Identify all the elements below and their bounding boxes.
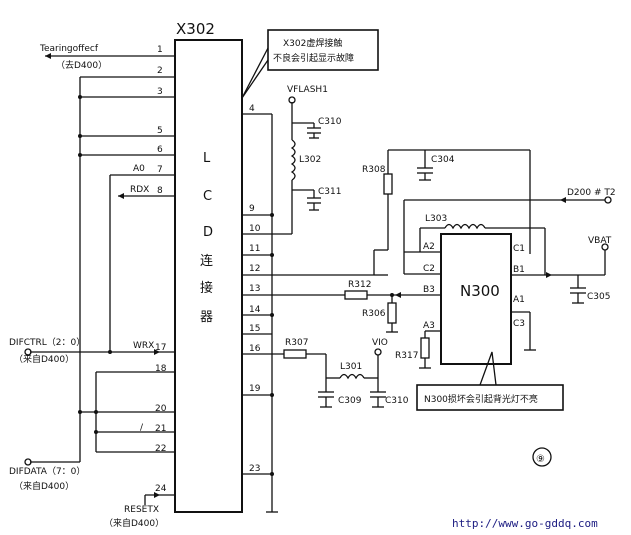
resetx-src: （来自D400） — [104, 517, 164, 529]
a0-label: A0 — [133, 164, 145, 174]
n300-pin-a1: A1 — [513, 295, 525, 305]
pin-21-label: 21 — [155, 424, 166, 434]
n300-pin-a2: A2 — [423, 242, 435, 252]
connector-name-3: 连 — [200, 253, 213, 269]
slash-mark: / — [140, 423, 144, 433]
pin-24-label: 24 — [155, 484, 167, 494]
vflash-filter — [288, 96, 321, 234]
l303-label: L303 — [425, 214, 447, 224]
c304-label: C304 — [431, 155, 455, 165]
r317-label: R317 — [395, 351, 418, 361]
difdata-label: DIFDATA（7：0） — [9, 466, 85, 477]
pin-10-label: 10 — [249, 224, 261, 234]
connector-name-0: L — [203, 151, 211, 166]
website-url: http://www.go-gddq.com — [452, 517, 598, 530]
d200-label: D200 # T2 — [567, 188, 616, 198]
r312-label: R312 — [348, 280, 371, 290]
pin-20-label: 20 — [155, 404, 167, 414]
pin-7-label: 7 — [157, 165, 163, 175]
pin-18-label: 18 — [155, 364, 167, 374]
pin-2-label: 2 — [157, 66, 163, 76]
r307-label: R307 — [285, 338, 308, 348]
connector-body — [174, 39, 243, 513]
pin-19-label: 19 — [249, 384, 261, 394]
connector-name-4: 接 — [200, 280, 213, 296]
connector-name-5: 器 — [200, 310, 213, 325]
pin-9-label: 9 — [249, 204, 255, 214]
pin-11-label: 11 — [249, 244, 260, 254]
vflash-label: VFLASH1 — [287, 85, 328, 95]
vbat-label: VBAT — [588, 236, 612, 246]
n300-ref: N300 — [460, 282, 500, 300]
difdata-src: （来自D400） — [14, 480, 74, 492]
d200-l303 — [403, 196, 612, 275]
pin-5-label: 5 — [157, 126, 163, 136]
n300-pin-b1: B1 — [513, 265, 525, 275]
connector-name-2: D — [203, 225, 213, 240]
vio-label: VIO — [372, 338, 388, 348]
left-wiring — [24, 53, 175, 505]
n300-pin-b3: B3 — [423, 285, 435, 295]
pin-8-label: 8 — [157, 186, 163, 196]
connector-ref: X302 — [176, 20, 215, 38]
x302-callout-line1: X302虚焊接触 — [283, 37, 342, 49]
r306-label: R306 — [362, 309, 386, 319]
vbat-c305 — [511, 243, 609, 351]
x302-callout-line2: 不良会引起显示故障 — [273, 52, 354, 64]
pin-4-label: 4 — [249, 104, 255, 114]
pin-16-label: 16 — [249, 344, 261, 354]
c310b-label: C310 — [385, 396, 409, 406]
figure-number-circle — [532, 447, 552, 467]
pin-22-label: 22 — [155, 444, 166, 454]
n300-pin-c2: C2 — [423, 264, 435, 274]
difctrl-src: （来自D400） — [14, 353, 74, 365]
pin-12-label: 12 — [249, 264, 260, 274]
resetx-label: RESETX — [124, 505, 159, 515]
l301-label: L301 — [340, 362, 362, 372]
c311-label: C311 — [318, 187, 341, 197]
pin-17-label: 17 — [155, 343, 166, 353]
c305-label: C305 — [587, 292, 610, 302]
n300-pin-c3: C3 — [513, 319, 525, 329]
n300-callout-text: N300损坏会引起背光灯不亮 — [424, 393, 538, 405]
tearing-label: Tearingoffecf — [39, 44, 99, 54]
r307-l301 — [242, 348, 386, 408]
r312-r306-r317 — [242, 290, 441, 369]
figure-number: ⑨ — [536, 454, 545, 465]
difctrl-label: DIFCTRL（2：0） — [9, 337, 85, 348]
pin-15-label: 15 — [249, 324, 260, 334]
tearing-dest: （去D400） — [56, 59, 107, 71]
right-wiring — [242, 113, 292, 513]
n300-pin-a3: A3 — [423, 321, 435, 331]
pin-1-label: 1 — [157, 45, 163, 55]
rdx-label: RDX — [130, 185, 149, 195]
l302-label: L302 — [299, 155, 321, 165]
n300-pin-c1: C1 — [513, 244, 525, 254]
pin-3-label: 3 — [157, 87, 163, 97]
n300-body — [440, 233, 512, 365]
c310a-label: C310 — [318, 117, 342, 127]
r308-c304 — [373, 149, 531, 275]
pin-13-label: 13 — [249, 284, 260, 294]
c309-label: C309 — [338, 396, 362, 406]
wrx-label: WRX — [133, 341, 154, 351]
connector-name-1: C — [203, 189, 212, 204]
pin-6-label: 6 — [157, 145, 163, 155]
pin-14-label: 14 — [249, 305, 261, 315]
pin-23-label: 23 — [249, 464, 260, 474]
x302-callout — [241, 29, 379, 99]
r308-label: R308 — [362, 165, 386, 175]
n300-callout — [416, 351, 564, 411]
